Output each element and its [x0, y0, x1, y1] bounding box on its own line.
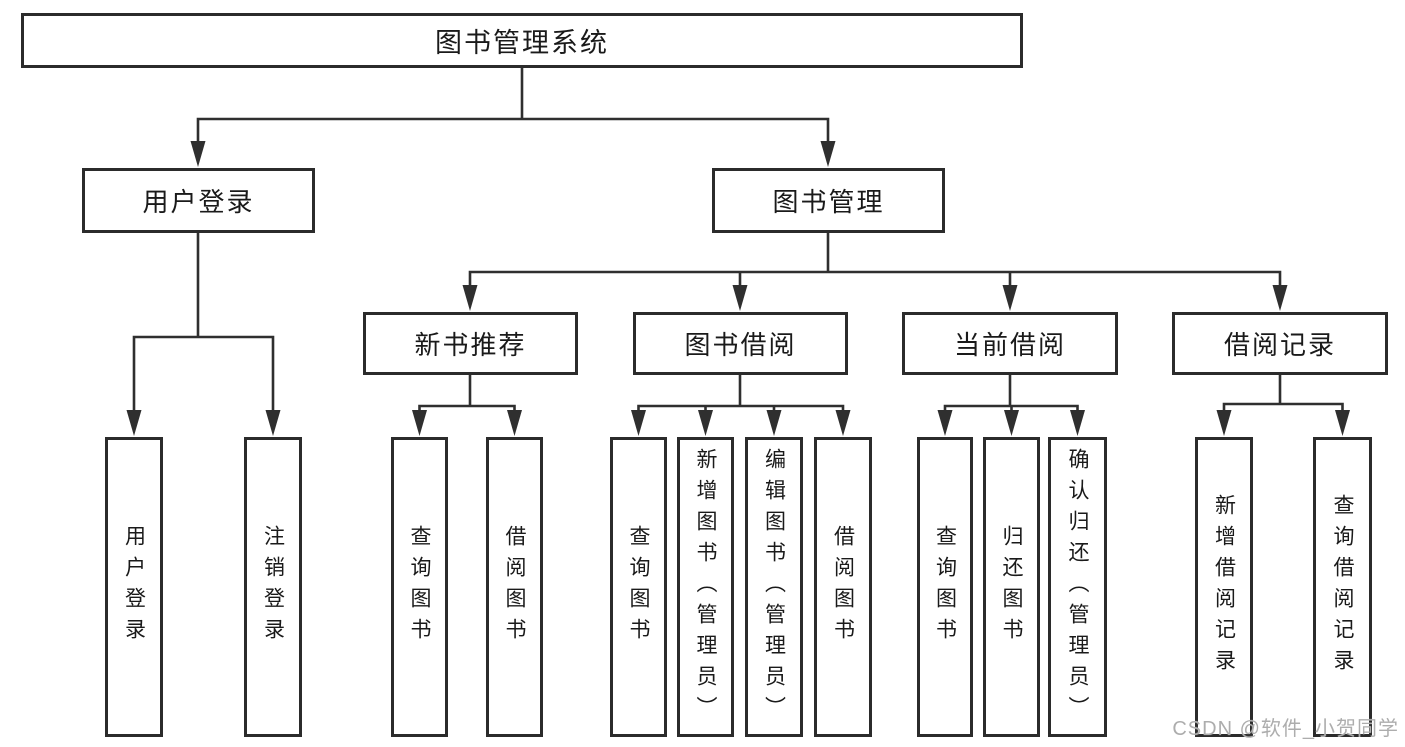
leaf-confirm-return-admin: 确认归还（管理员）	[1048, 437, 1107, 737]
leaf-return-book-label: 归还图书	[1000, 525, 1023, 649]
leaf-borrow-books-recommend-label: 借阅图书	[503, 525, 526, 649]
leaf-borrow-books-recommend: 借阅图书	[486, 437, 543, 737]
node-book-management-branch: 图书管理	[712, 168, 945, 233]
leaf-query-books-borrowing: 查询图书	[610, 437, 667, 737]
leaf-confirm-return-admin-label: 确认归还（管理员）	[1066, 447, 1089, 727]
leaf-user-login: 用户登录	[105, 437, 163, 737]
leaf-query-books-recommend: 查询图书	[391, 437, 448, 737]
leaf-borrow-books-borrowing: 借阅图书	[814, 437, 872, 737]
leaf-add-borrow-record: 新增借阅记录	[1195, 437, 1253, 737]
leaf-query-books-borrowing-label: 查询图书	[627, 525, 650, 649]
leaf-logout: 注销登录	[244, 437, 302, 737]
leaf-query-books-recommend-label: 查询图书	[408, 525, 431, 649]
leaf-return-book: 归还图书	[983, 437, 1040, 737]
csdn-watermark: CSDN @软件_小贺同学	[1172, 718, 1399, 740]
leaf-query-books-current-label: 查询图书	[933, 525, 957, 649]
node-current-borrowing: 当前借阅	[902, 312, 1118, 375]
node-new-book-recommend: 新书推荐	[363, 312, 578, 375]
node-book-borrowing: 图书借阅	[633, 312, 848, 375]
leaf-logout-label: 注销登录	[261, 525, 285, 649]
leaf-query-books-current: 查询图书	[917, 437, 973, 737]
leaf-edit-book-admin-label: 编辑图书（管理员）	[762, 447, 786, 727]
leaf-query-borrow-record-label: 查询借阅记录	[1331, 494, 1354, 680]
leaf-add-book-admin: 新增图书（管理员）	[677, 437, 734, 737]
leaf-add-borrow-record-label: 新增借阅记录	[1212, 494, 1236, 680]
leaf-edit-book-admin: 编辑图书（管理员）	[745, 437, 803, 737]
node-root-system: 图书管理系统	[21, 13, 1023, 68]
leaf-user-login-label: 用户登录	[122, 525, 146, 649]
node-borrowing-records: 借阅记录	[1172, 312, 1388, 375]
leaf-query-borrow-record: 查询借阅记录	[1313, 437, 1372, 737]
leaf-borrow-books-borrowing-label: 借阅图书	[831, 525, 855, 649]
node-user-login-branch: 用户登录	[82, 168, 315, 233]
leaf-add-book-admin-label: 新增图书（管理员）	[694, 447, 717, 727]
